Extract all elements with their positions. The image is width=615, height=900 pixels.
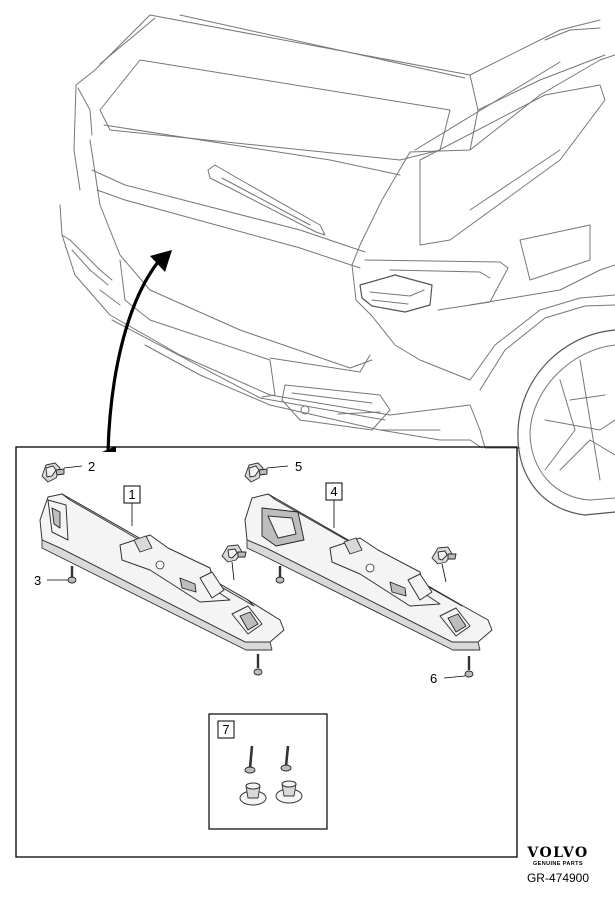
clip-bracket-part-5: [244, 462, 268, 483]
callout-4: 4: [330, 484, 337, 499]
right-handle-assembly: [244, 462, 493, 678]
callout-box-7: [217, 720, 235, 739]
kit-screw-left: [244, 745, 256, 774]
clip-bracket-right-2: [431, 546, 457, 583]
kit-screw-right: [280, 745, 292, 772]
callout-1: 1: [128, 487, 135, 502]
callout-6: 6: [430, 671, 437, 686]
callout-5: 5: [295, 459, 302, 474]
vehicle-rear-illustration: [59, 14, 615, 516]
kit-grommet-left: [239, 782, 267, 806]
clip-bracket-right: [221, 544, 247, 581]
callout-3: 3: [34, 573, 41, 588]
clip-bracket-part-2: [41, 462, 65, 483]
screw-lower-left: [253, 654, 263, 676]
volvo-logo-subtitle: GENUINE PARTS: [533, 861, 583, 867]
callout-2: 2: [88, 459, 95, 474]
wheel-illustration: [517, 329, 615, 516]
volvo-logo-text: VOLVO: [526, 845, 588, 861]
parts-frame: [15, 446, 518, 858]
fastener-kit-box: [208, 713, 328, 830]
screw-part-6: [464, 656, 474, 678]
reference-number: GR-474900: [527, 871, 589, 885]
screw-part-right-upper: [275, 566, 285, 584]
screw-part-3: [67, 566, 77, 584]
location-arrow: [102, 250, 172, 453]
callout-7: 7: [222, 722, 229, 737]
kit-grommet-right: [275, 780, 303, 804]
brand-block: VOLVO GENUINE PARTS GR-474900: [526, 845, 589, 885]
left-handle-assembly: [39, 462, 285, 676]
callouts: 1 2 3 4 5 6 7: [34, 459, 466, 739]
